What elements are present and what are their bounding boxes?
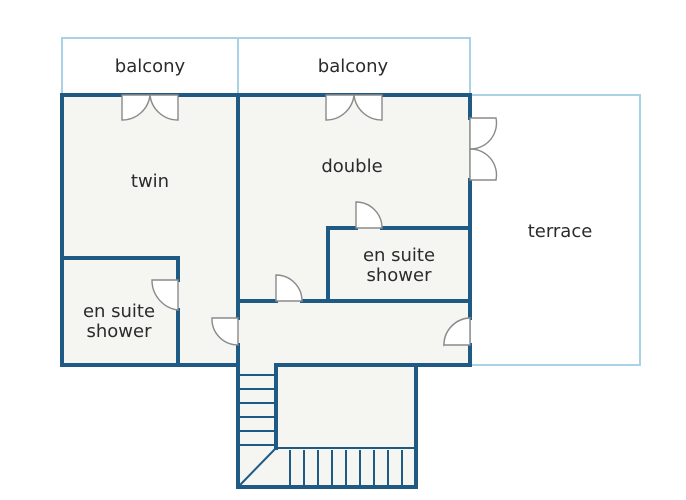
door-twin-ensuite[interactable]	[151, 279, 179, 311]
door-hall-terrace[interactable]	[443, 317, 472, 347]
ensuite-left-label-1: en suite	[83, 301, 155, 322]
floor-stairwell	[238, 365, 416, 487]
ensuite-left-label-2: shower	[87, 321, 153, 342]
balcony-right-label: balcony	[318, 56, 389, 77]
door-double-balcony[interactable]	[325, 94, 383, 121]
twin-label: twin	[131, 171, 169, 192]
double-label: double	[321, 156, 382, 177]
walls	[60, 93, 472, 489]
door-double-ensuite[interactable]	[355, 201, 383, 229]
balcony-left-label: balcony	[115, 56, 186, 77]
staircase	[239, 374, 416, 486]
terrace-label: terrace	[528, 221, 593, 242]
door-twin-balcony[interactable]	[121, 94, 179, 121]
ensuite-right-label-2: shower	[367, 265, 433, 286]
ensuite-right-label-1: en suite	[363, 245, 435, 266]
door-double-terrace[interactable]	[469, 117, 498, 181]
door-hall-double[interactable]	[275, 274, 303, 302]
door-hall-twin[interactable]	[211, 317, 239, 346]
